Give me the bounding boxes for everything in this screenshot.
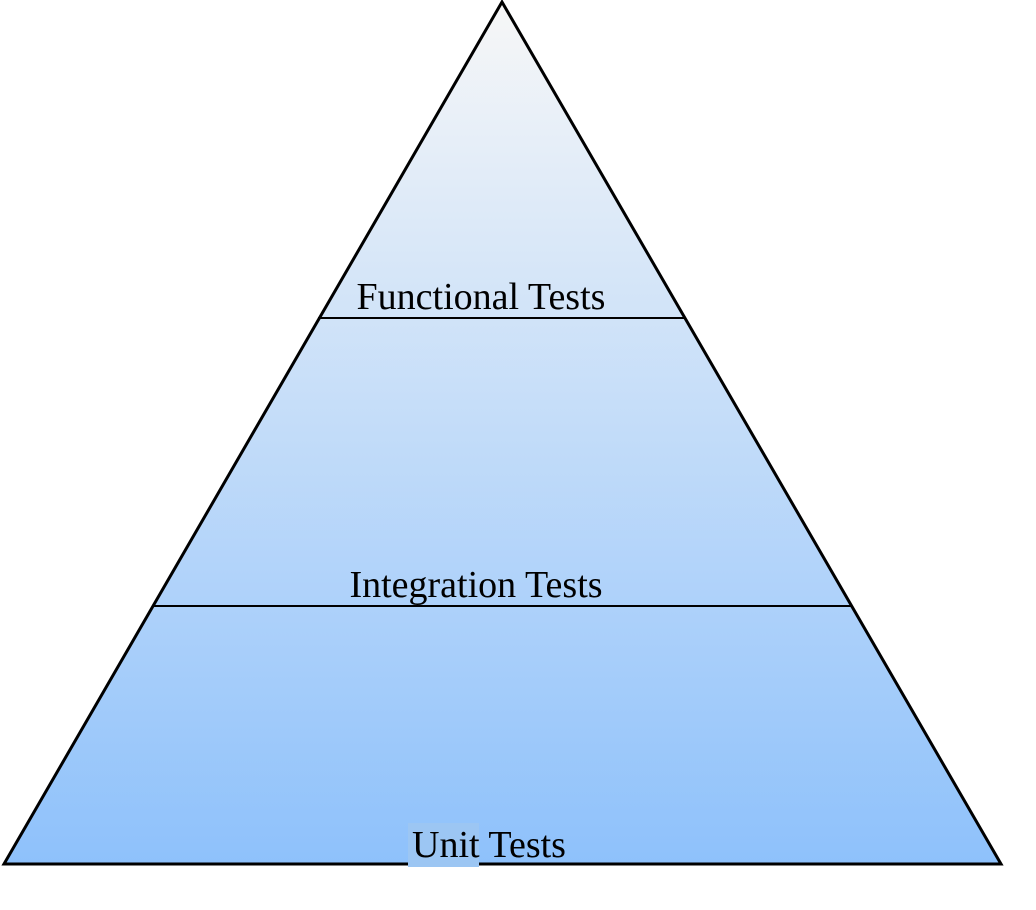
layer-label-functional: Functional Tests bbox=[357, 276, 606, 318]
layer-label-unit: Unit Tests bbox=[412, 824, 566, 866]
layer-label-integration: Integration Tests bbox=[349, 564, 602, 606]
text-selection-highlight bbox=[408, 823, 479, 867]
pyramid-shape bbox=[1, 0, 1004, 866]
